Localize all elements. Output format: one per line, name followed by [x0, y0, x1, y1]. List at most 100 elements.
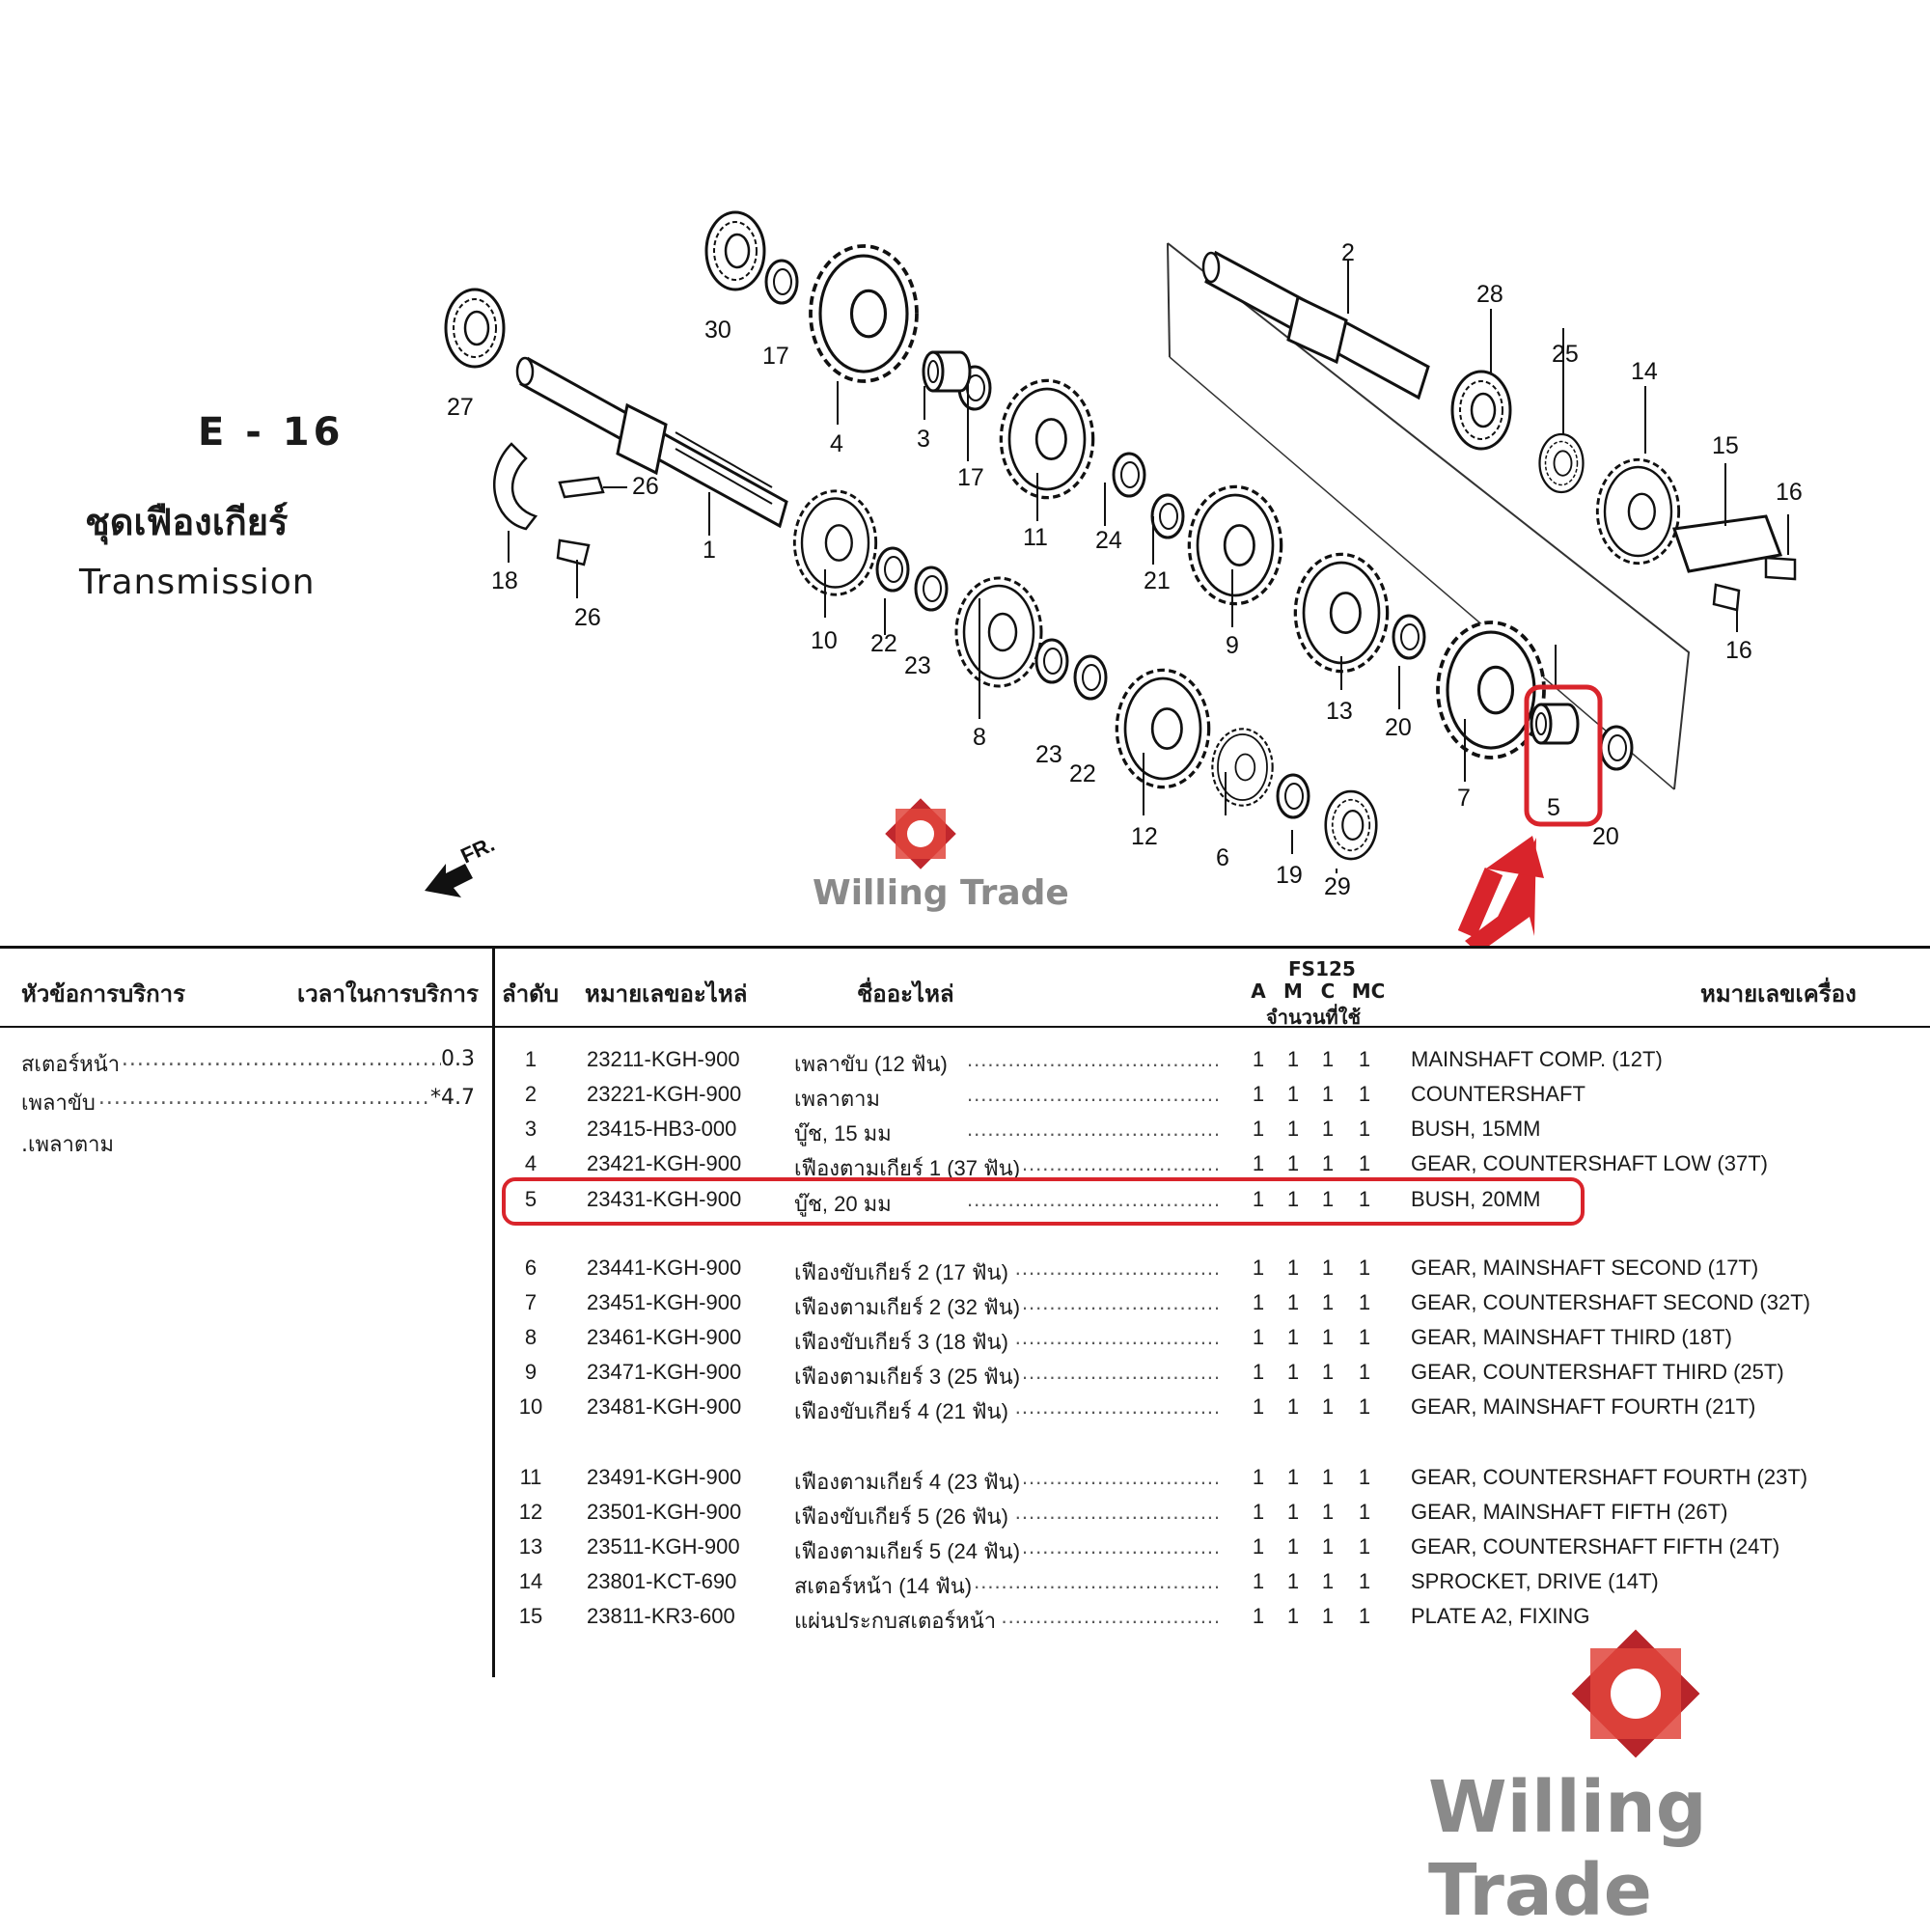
row-part-name-english: SPROCKET, DRIVE (14T)	[1411, 1569, 1659, 1593]
callout-22b: 22	[1069, 760, 1096, 787]
row-part-name-english: GEAR, MAINSHAFT FOURTH (21T)	[1411, 1394, 1756, 1419]
callout-1: 1	[703, 537, 716, 564]
row-part-name-thai: เพลาตาม	[794, 1082, 884, 1116]
row-quantity: 1	[1286, 1465, 1300, 1489]
callout-9: 9	[1226, 632, 1239, 659]
row-quantity: 1	[1358, 1394, 1371, 1419]
row-part-name-english: MAINSHAFT COMP. (12T)	[1411, 1047, 1663, 1071]
row-part-number: 23801-KCT-690	[587, 1569, 737, 1593]
callout-11: 11	[1023, 524, 1048, 551]
callout-16b: 16	[1725, 637, 1752, 664]
row-quantity: 1	[1321, 1325, 1335, 1349]
row-item-number: 9	[524, 1360, 538, 1384]
table-top-rule	[0, 946, 1930, 949]
row-quantity: 1	[1252, 1360, 1265, 1384]
service-name: เพลาขับ	[21, 1086, 97, 1115]
watermark-text-large: Willing Trade	[1428, 1766, 1707, 1932]
callout-18: 18	[491, 567, 518, 594]
table-header-rule	[0, 1026, 1930, 1028]
row-item-number: 12	[518, 1500, 543, 1524]
header-no: ลำดับ	[502, 980, 560, 1007]
callout-20a: 20	[1385, 714, 1412, 741]
row-quantity: 1	[1358, 1534, 1371, 1559]
row-quantity: 1	[1252, 1187, 1265, 1211]
callout-23b: 23	[1035, 741, 1062, 768]
callout-26b: 26	[574, 604, 601, 631]
service-item: .เพลาตาม	[21, 1127, 475, 1156]
header-service-time: เวลาในการบริการ	[297, 980, 479, 1007]
row-part-number: 23451-KGH-900	[587, 1290, 742, 1314]
table-row: 1 23211-KGH-900..........................…	[0, 1047, 1930, 1081]
row-quantity: 1	[1252, 1047, 1265, 1071]
row-part-name-thai: เฟืองขับเกียร์ 2 (17 ฟัน)	[794, 1256, 1012, 1289]
row-part-number: 23511-KGH-900	[587, 1534, 740, 1559]
red-arrow-icon	[1457, 836, 1544, 946]
row-item-number: 3	[524, 1117, 538, 1141]
row-part-name-english: GEAR, MAINSHAFT SECOND (17T)	[1411, 1256, 1759, 1280]
row-quantity: 1	[1286, 1256, 1300, 1280]
row-part-name-thai: บู๊ช, 20 มม	[794, 1187, 896, 1221]
row-part-name-english: BUSH, 15MM	[1411, 1117, 1541, 1141]
highlight-box-part-5	[1524, 684, 1603, 827]
row-item-number: 2	[524, 1082, 538, 1106]
row-quantity: 1	[1252, 1465, 1265, 1489]
mainshaft-drawing	[515, 356, 788, 529]
row-part-number: 23441-KGH-900	[587, 1256, 742, 1280]
row-quantity: 1	[1286, 1187, 1300, 1211]
service-name: สเตอร์หน้า	[21, 1047, 123, 1076]
row-part-number: 23461-KGH-900	[587, 1325, 742, 1349]
row-part-number: 23421-KGH-900	[587, 1151, 742, 1175]
row-quantity: 1	[1286, 1500, 1300, 1524]
callout-17b: 17	[957, 464, 984, 491]
row-item-number: 10	[518, 1394, 543, 1419]
service-item: ........................................…	[21, 1047, 475, 1076]
row-part-name-english: PLATE A2, FIXING	[1411, 1604, 1590, 1628]
row-part-name-english: GEAR, COUNTERSHAFT FOURTH (23T)	[1411, 1465, 1808, 1489]
row-quantity: 1	[1358, 1082, 1371, 1106]
header-model: FS125	[1288, 957, 1356, 980]
row-quantity: 1	[1358, 1151, 1371, 1175]
watermark-logo-large	[1571, 1629, 1700, 1758]
callout-8: 8	[973, 724, 986, 751]
row-part-name-english: GEAR, MAINSHAFT THIRD (18T)	[1411, 1325, 1732, 1349]
row-quantity: 1	[1358, 1500, 1371, 1524]
section-title-thai: ชุดเฟืองเกียร์	[85, 501, 289, 543]
row-quantity: 1	[1321, 1500, 1335, 1524]
row-part-name-thai: เฟืองตามเกียร์ 5 (24 ฟัน)	[794, 1534, 1025, 1568]
row-quantity: 1	[1252, 1151, 1265, 1175]
row-quantity: 1	[1252, 1256, 1265, 1280]
watermark-logo-small	[885, 798, 956, 869]
table-column-divider	[492, 949, 495, 1677]
callout-22a: 22	[870, 630, 897, 657]
row-quantity: 1	[1286, 1325, 1300, 1349]
row-quantity: 1	[1252, 1569, 1265, 1593]
row-item-number: 8	[524, 1325, 538, 1349]
service-item: ........................................…	[21, 1086, 475, 1115]
callout-12: 12	[1131, 823, 1158, 850]
row-part-number: 23211-KGH-900	[587, 1047, 740, 1071]
row-part-name-thai: เฟืองตามเกียร์ 3 (25 ฟัน)	[794, 1360, 1025, 1394]
callout-20b: 20	[1592, 823, 1619, 850]
row-quantity: 1	[1321, 1082, 1335, 1106]
service-time: 0.3	[441, 1047, 475, 1071]
row-part-name-english: BUSH, 20MM	[1411, 1187, 1541, 1211]
row-item-number: 4	[524, 1151, 538, 1175]
header-service-topic: หัวข้อการบริการ	[21, 980, 186, 1007]
row-quantity: 1	[1321, 1569, 1335, 1593]
callout-21: 21	[1144, 567, 1171, 594]
service-name: .เพลาตาม	[21, 1127, 116, 1156]
section-code: E - 16	[198, 410, 345, 455]
row-quantity: 1	[1358, 1360, 1371, 1384]
callout-7: 7	[1457, 785, 1471, 812]
row-quantity: 1	[1286, 1117, 1300, 1141]
front-direction-arrow-icon: FR.	[425, 832, 498, 897]
row-quantity: 1	[1321, 1117, 1335, 1141]
row-quantity: 1	[1252, 1604, 1265, 1628]
header-type-a: A	[1251, 980, 1266, 1003]
row-item-number: 14	[518, 1569, 543, 1593]
